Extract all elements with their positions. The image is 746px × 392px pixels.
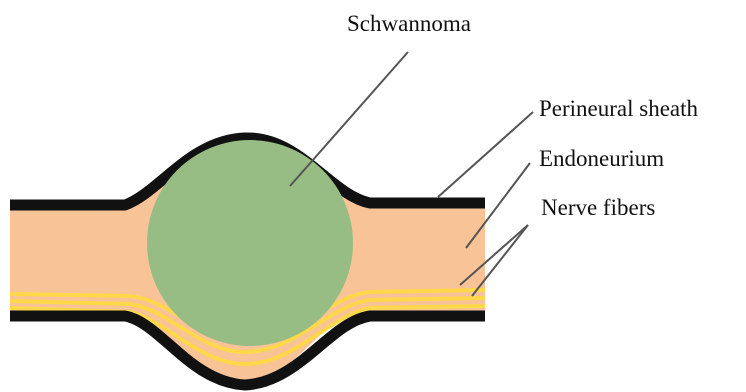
leader-line-perineural-sheath <box>438 112 533 197</box>
label-schwannoma: Schwannoma <box>347 12 471 35</box>
leader-line-schwannoma <box>290 52 408 186</box>
schwannoma-tumor <box>147 140 353 346</box>
label-endoneurium: Endoneurium <box>539 147 664 170</box>
label-perineural-sheath: Perineural sheath <box>539 97 698 120</box>
label-nerve-fibers: Nerve fibers <box>541 196 655 219</box>
